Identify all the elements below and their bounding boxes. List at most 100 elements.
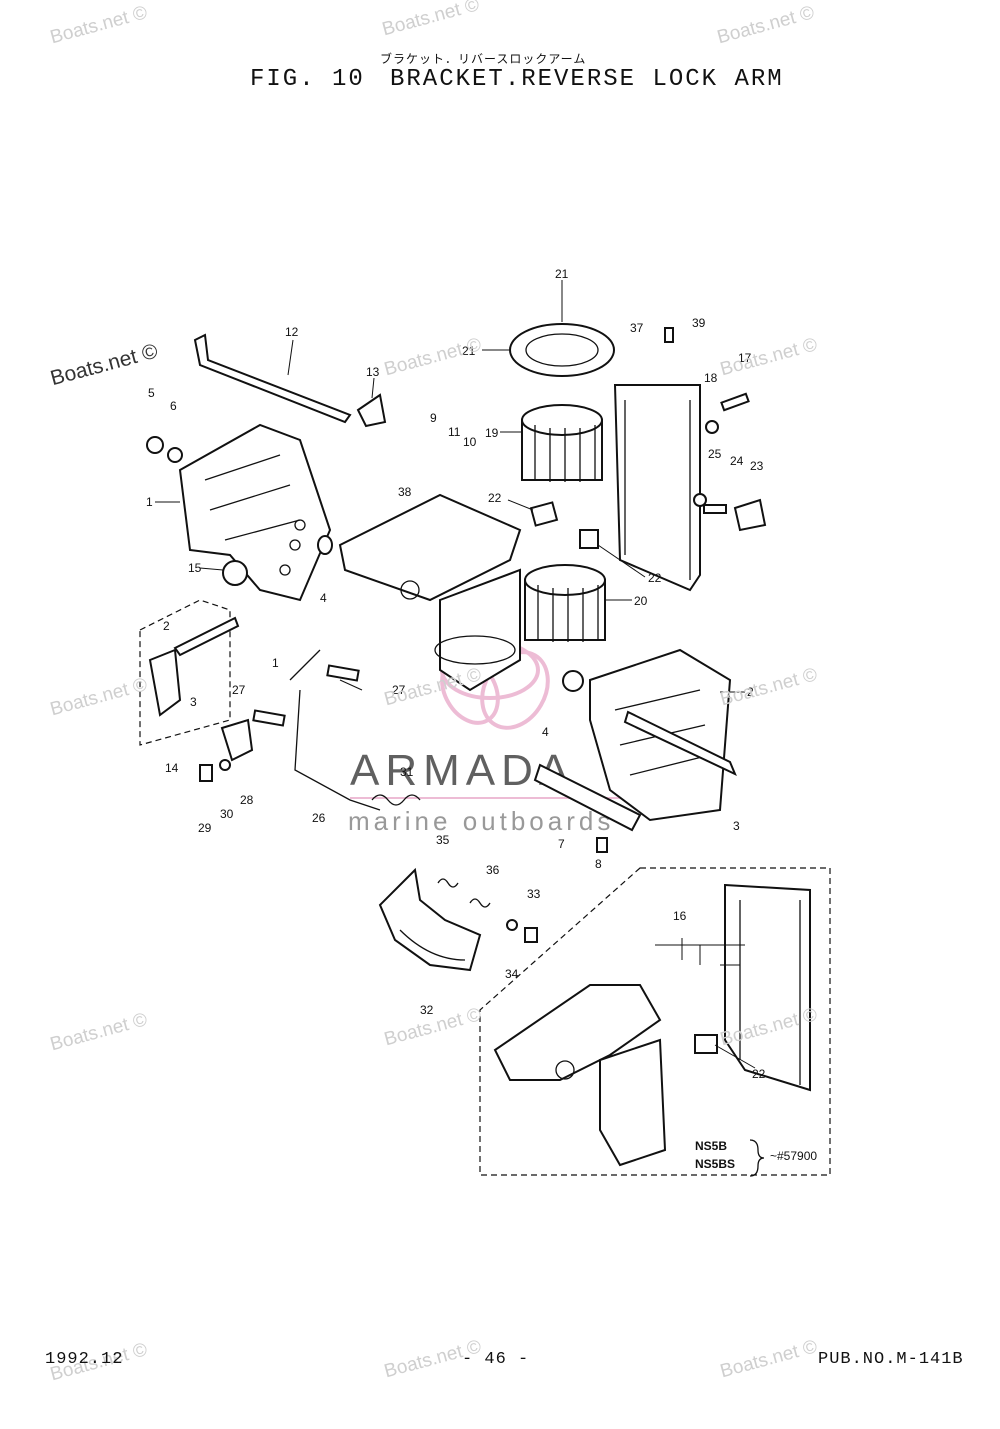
part-5-nut bbox=[146, 436, 164, 454]
callout-36: 36 bbox=[486, 863, 500, 877]
callout-22-variant: 22 bbox=[752, 1067, 766, 1081]
part-22-pad-b bbox=[579, 529, 599, 549]
publication-number: PUB.NO.M-141B bbox=[818, 1350, 964, 1369]
callout-25: 25 bbox=[708, 447, 722, 461]
part-15-knob bbox=[222, 560, 248, 586]
callout-29: 29 bbox=[198, 821, 212, 835]
callout-23: 23 bbox=[750, 459, 764, 473]
footer-date: 1992.12 bbox=[45, 1350, 124, 1369]
callout-1-lower: 1 bbox=[272, 656, 279, 670]
callout-20: 20 bbox=[634, 594, 648, 608]
callout-37: 37 bbox=[630, 321, 644, 335]
callout-31: 31 bbox=[400, 765, 414, 779]
variant-model-2: NS5BS bbox=[695, 1157, 735, 1171]
brand-main-text: ARMADA bbox=[350, 746, 574, 795]
variant-serial: ~#57900 bbox=[770, 1149, 817, 1163]
japanese-title: ブラケット．リバースロックアーム bbox=[380, 52, 587, 66]
part-30-washer bbox=[219, 759, 231, 771]
part-34-washer bbox=[506, 919, 518, 931]
part-8-screw bbox=[596, 837, 608, 853]
part-39-liner bbox=[613, 384, 701, 592]
callout-4-lower: 4 bbox=[542, 725, 549, 739]
callout-7: 7 bbox=[558, 837, 565, 851]
callout-16: 16 bbox=[673, 909, 687, 923]
part-22-pad-variant bbox=[694, 1034, 718, 1054]
callout-39: 39 bbox=[692, 316, 706, 330]
callout-9: 9 bbox=[430, 411, 437, 425]
callout-3-left: 3 bbox=[190, 695, 197, 709]
callout-2-right: 2 bbox=[747, 685, 754, 699]
part-38-swivel-bracket bbox=[338, 493, 522, 692]
callout-35: 35 bbox=[436, 833, 450, 847]
leader-lines bbox=[155, 280, 756, 1069]
callout-4-upper: 4 bbox=[320, 591, 327, 605]
part-13-bolt bbox=[356, 393, 387, 428]
callout-28: 28 bbox=[240, 793, 254, 807]
brand-sub-text: marine outboards bbox=[348, 806, 614, 836]
part-4-washer-upper bbox=[317, 535, 333, 555]
part-4-washer-lower bbox=[562, 670, 584, 692]
callout-38: 38 bbox=[398, 485, 412, 499]
callout-24: 24 bbox=[730, 454, 744, 468]
part-2-lever bbox=[148, 648, 182, 717]
group-14-outline bbox=[139, 599, 231, 746]
part-31-spring bbox=[371, 794, 421, 806]
callout-19: 19 bbox=[485, 426, 499, 440]
callout-15: 15 bbox=[188, 561, 202, 575]
figure-label: FIG. 10 bbox=[250, 66, 365, 93]
callout-8: 8 bbox=[595, 857, 602, 871]
callout-12: 12 bbox=[285, 325, 299, 339]
part-26-lock-rod bbox=[289, 649, 381, 811]
page-number: - 46 - bbox=[462, 1350, 530, 1369]
part-6-washer bbox=[167, 447, 183, 463]
callout-18: 18 bbox=[704, 371, 718, 385]
callout-10: 10 bbox=[463, 435, 477, 449]
callout-1: 1 bbox=[146, 495, 153, 509]
part-36-spring bbox=[469, 898, 491, 908]
callout-21: 21 bbox=[462, 344, 476, 358]
page-title: BRACKET.REVERSE LOCK ARM bbox=[390, 66, 784, 93]
variant-note: NS5B NS5BS ~#57900 bbox=[695, 1139, 817, 1177]
callout-14: 14 bbox=[165, 761, 179, 775]
callout-30: 30 bbox=[220, 807, 234, 821]
part-18-washer bbox=[705, 420, 719, 434]
part-24-spring bbox=[703, 504, 727, 514]
callout-22-a: 22 bbox=[488, 491, 502, 505]
callout-2-left: 2 bbox=[163, 619, 170, 633]
part-3-bolt-right bbox=[623, 710, 737, 777]
callout-22-b: 22 bbox=[648, 571, 662, 585]
part-27-pin-b bbox=[252, 709, 286, 727]
part-29-bolt bbox=[199, 764, 213, 782]
callout-3-right: 3 bbox=[733, 819, 740, 833]
part-20-bushing bbox=[524, 564, 606, 642]
part-12-rod bbox=[193, 333, 352, 424]
callout-27-b: 27 bbox=[392, 683, 406, 697]
callout-21-top: 21 bbox=[555, 267, 569, 281]
callout-33: 33 bbox=[527, 887, 541, 901]
callout-27-a: 27 bbox=[232, 683, 246, 697]
callout-labels: 21 21 37 39 17 18 25 24 23 12 13 5 6 1 1… bbox=[146, 267, 766, 1081]
variant-box-outline bbox=[479, 867, 831, 1176]
variant-model-1: NS5B bbox=[695, 1139, 727, 1153]
part-22-pad-a bbox=[529, 501, 559, 527]
part-25-washer bbox=[693, 493, 707, 507]
part-16-swivel-assembly bbox=[493, 883, 811, 1167]
part-7-plate bbox=[533, 763, 642, 832]
part-27-pin-a bbox=[326, 664, 360, 682]
callout-17: 17 bbox=[738, 351, 752, 365]
variant-brace bbox=[749, 1139, 765, 1177]
callout-11: 11 bbox=[448, 425, 461, 439]
callout-5: 5 bbox=[148, 386, 155, 400]
callout-32: 32 bbox=[420, 1003, 434, 1017]
callout-34: 34 bbox=[505, 967, 519, 981]
callout-26: 26 bbox=[312, 811, 326, 825]
part-28-bracket bbox=[220, 718, 254, 762]
part-1-left-bracket bbox=[178, 423, 332, 602]
part-37-screw bbox=[664, 327, 674, 343]
part-32-reverse-lock-arm bbox=[378, 867, 482, 972]
part-2-spring-bolt bbox=[173, 616, 240, 657]
part-33-bolt bbox=[524, 927, 538, 943]
part-35-spring bbox=[437, 878, 459, 888]
part-19-bushing bbox=[521, 404, 603, 482]
